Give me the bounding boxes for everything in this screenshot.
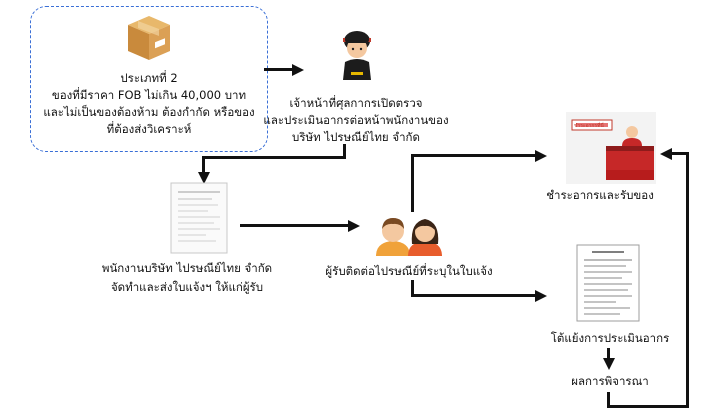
connector-recipient-down (411, 280, 414, 296)
arrowhead (197, 172, 210, 184)
connector-to-dispute (411, 294, 537, 297)
arrowhead (602, 358, 615, 370)
arrowhead (292, 63, 304, 76)
counter-sign: ชำระอากรที่นี่ (574, 123, 604, 129)
postal-staff-line-2: จัดทำและส่งใบแจ้งฯ ให้แก่ผู้รับ (110, 280, 264, 294)
appeal-document-icon (576, 244, 640, 322)
customs-officer-icon (343, 31, 371, 80)
loop-to-pay (670, 152, 689, 155)
result-label: ผลการพิจารณา (571, 374, 649, 388)
officer-line-3: บริษัท ไปรษณีย์ไทย จำกัด (292, 130, 420, 144)
connector-officer-down (343, 144, 346, 158)
loop-bottom (607, 405, 689, 408)
officer-line-2: และประเมินอากรต่อหน้าพนักงานของ (263, 113, 449, 127)
arrow-box-to-officer (264, 68, 294, 71)
postal-staff-line-1: พนักงานบริษัท ไปรษณีย์ไทย จำกัด (101, 261, 273, 275)
category-title: ประเภทที่ 2 (120, 71, 178, 85)
loop-right-up (686, 152, 689, 408)
arrowhead (660, 147, 672, 160)
category-line-2: และไม่เป็นของต้องห้าม ต้องกำกัด หรือของ (43, 105, 255, 119)
category-line-3: ที่ต้องส่งวิเคราะห์ (106, 122, 192, 136)
connector-recipient-up (411, 154, 414, 212)
package-box-icon (128, 16, 170, 60)
payment-counter-icon (566, 112, 656, 184)
connector-to-pay (411, 154, 537, 157)
category-box (30, 6, 268, 152)
dispute-label: โต้แย้งการประเมินอากร (550, 331, 670, 345)
category-line-1: ของที่มีราคา FOB ไม่เกิน 40,000 บาท (51, 88, 247, 102)
recipient-label: ผู้รับติดต่อไปรษณีย์ที่ระบุในใบแจ้ง (325, 264, 493, 278)
arrowhead (348, 219, 360, 232)
arrow-dispute-to-result (607, 348, 610, 360)
pay-label: ชำระอากรและรับของ (546, 188, 654, 202)
arrowhead (535, 289, 547, 302)
arrow-notice-to-recipient (240, 224, 350, 227)
officer-line-1: เจ้าหน้าที่ศุลกากรเปิดตรวจ (289, 96, 423, 110)
loop-result-down (607, 392, 610, 408)
connector-to-notice (202, 156, 205, 174)
notice-document-icon (170, 182, 228, 254)
recipient-people-icon (376, 218, 442, 256)
connector-officer-left (202, 156, 346, 159)
arrowhead (535, 149, 547, 162)
